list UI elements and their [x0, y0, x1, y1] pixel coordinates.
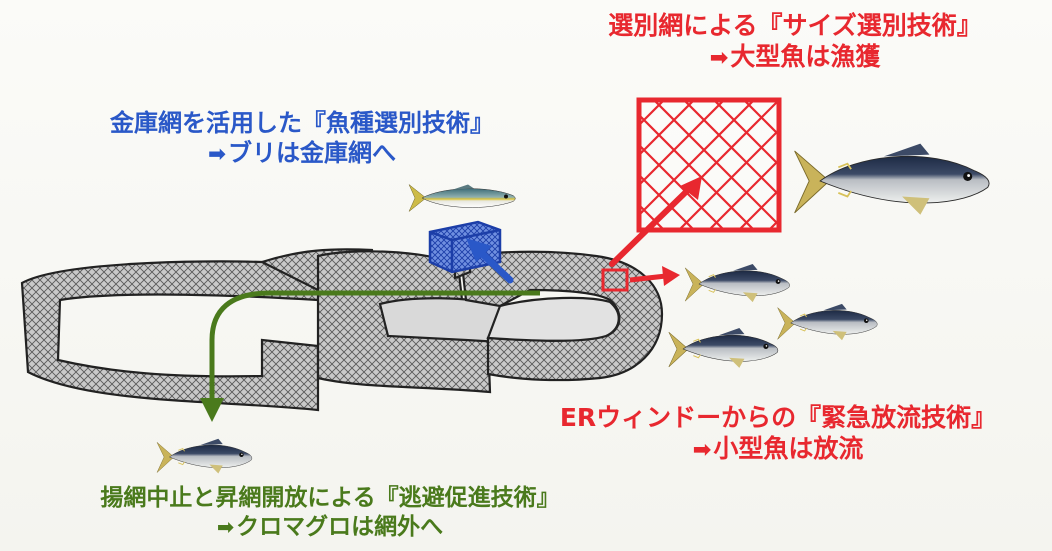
tuna-icon [684, 263, 791, 303]
selection-grid-icon [636, 97, 782, 233]
size-selection-arrow [609, 176, 702, 267]
emergency-release-result-line: ➡小型魚は放流 [508, 433, 1048, 464]
species-selection-title: 金庫網を活用した『魚種選別技術』 [110, 109, 494, 137]
species-selection-caption: 金庫網を活用した『魚種選別技術』 ➡ブリは金庫網へ [52, 108, 552, 169]
emergency-release-caption: ERウィンドーからの『緊急放流技術』 ➡小型魚は放流 [508, 402, 1048, 465]
arrow-right-icon: ➡ [692, 437, 712, 464]
er-window-icon [601, 268, 629, 292]
species-selection-arrow [466, 238, 514, 284]
arrow-right-icon: ➡ [216, 514, 235, 539]
size-selection-title: 選別網による『サイズ選別技術』 [608, 11, 982, 40]
escape-promotion-caption: 揚網中止と昇網開放による『逃避促進技術』 ➡クロマグロは網外へ [0, 484, 660, 542]
tuna-icon [777, 303, 878, 341]
arrow-right-icon: ➡ [709, 45, 729, 72]
emergency-release-title: ERウィンドーからの『緊急放流技術』 [559, 403, 997, 432]
yellowtail-icon [408, 184, 516, 212]
size-selection-caption: 選別網による『サイズ選別技術』 ➡大型魚は漁獲 [545, 10, 1045, 73]
size-selection-result: 大型魚は漁獲 [730, 42, 881, 72]
set-net-icon [20, 248, 664, 412]
cage-net-icon [428, 220, 502, 274]
species-selection-result: ブリは金庫網へ [228, 139, 397, 167]
species-selection-result-line: ➡ブリは金庫網へ [52, 138, 552, 169]
emergency-release-arrow [629, 266, 680, 286]
escape-promotion-title: 揚網中止と昇網開放による『逃避促進技術』 [100, 485, 560, 511]
tuna-icon [793, 142, 991, 216]
size-selection-result-line: ➡大型魚は漁獲 [545, 41, 1045, 72]
arrow-right-icon: ➡ [207, 142, 227, 167]
escape-promotion-arrow [200, 290, 540, 422]
emergency-release-result: 小型魚は放流 [713, 434, 864, 464]
tuna-icon [668, 327, 779, 369]
escape-promotion-result: クロマグロは網外へ [236, 513, 444, 540]
tuna-icon [156, 438, 253, 474]
escape-promotion-result-line: ➡クロマグロは網外へ [0, 513, 660, 542]
